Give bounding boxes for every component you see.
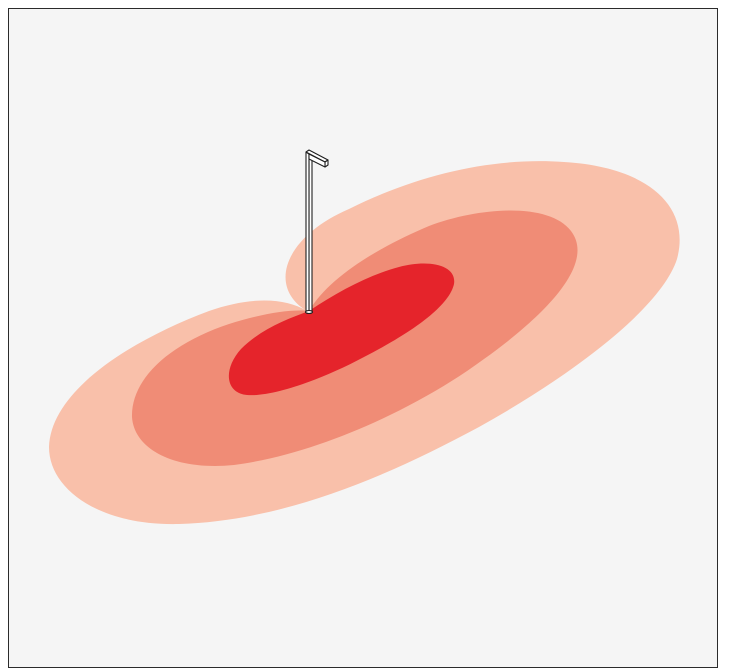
pole-shaft-front — [305, 151, 310, 314]
street-light-pole — [304, 149, 329, 315]
inner-zone — [228, 263, 455, 396]
pole-arm-front — [308, 153, 326, 168]
diagram-frame — [8, 8, 718, 668]
light-distribution-diagram — [49, 149, 680, 525]
pole-base — [304, 309, 314, 315]
